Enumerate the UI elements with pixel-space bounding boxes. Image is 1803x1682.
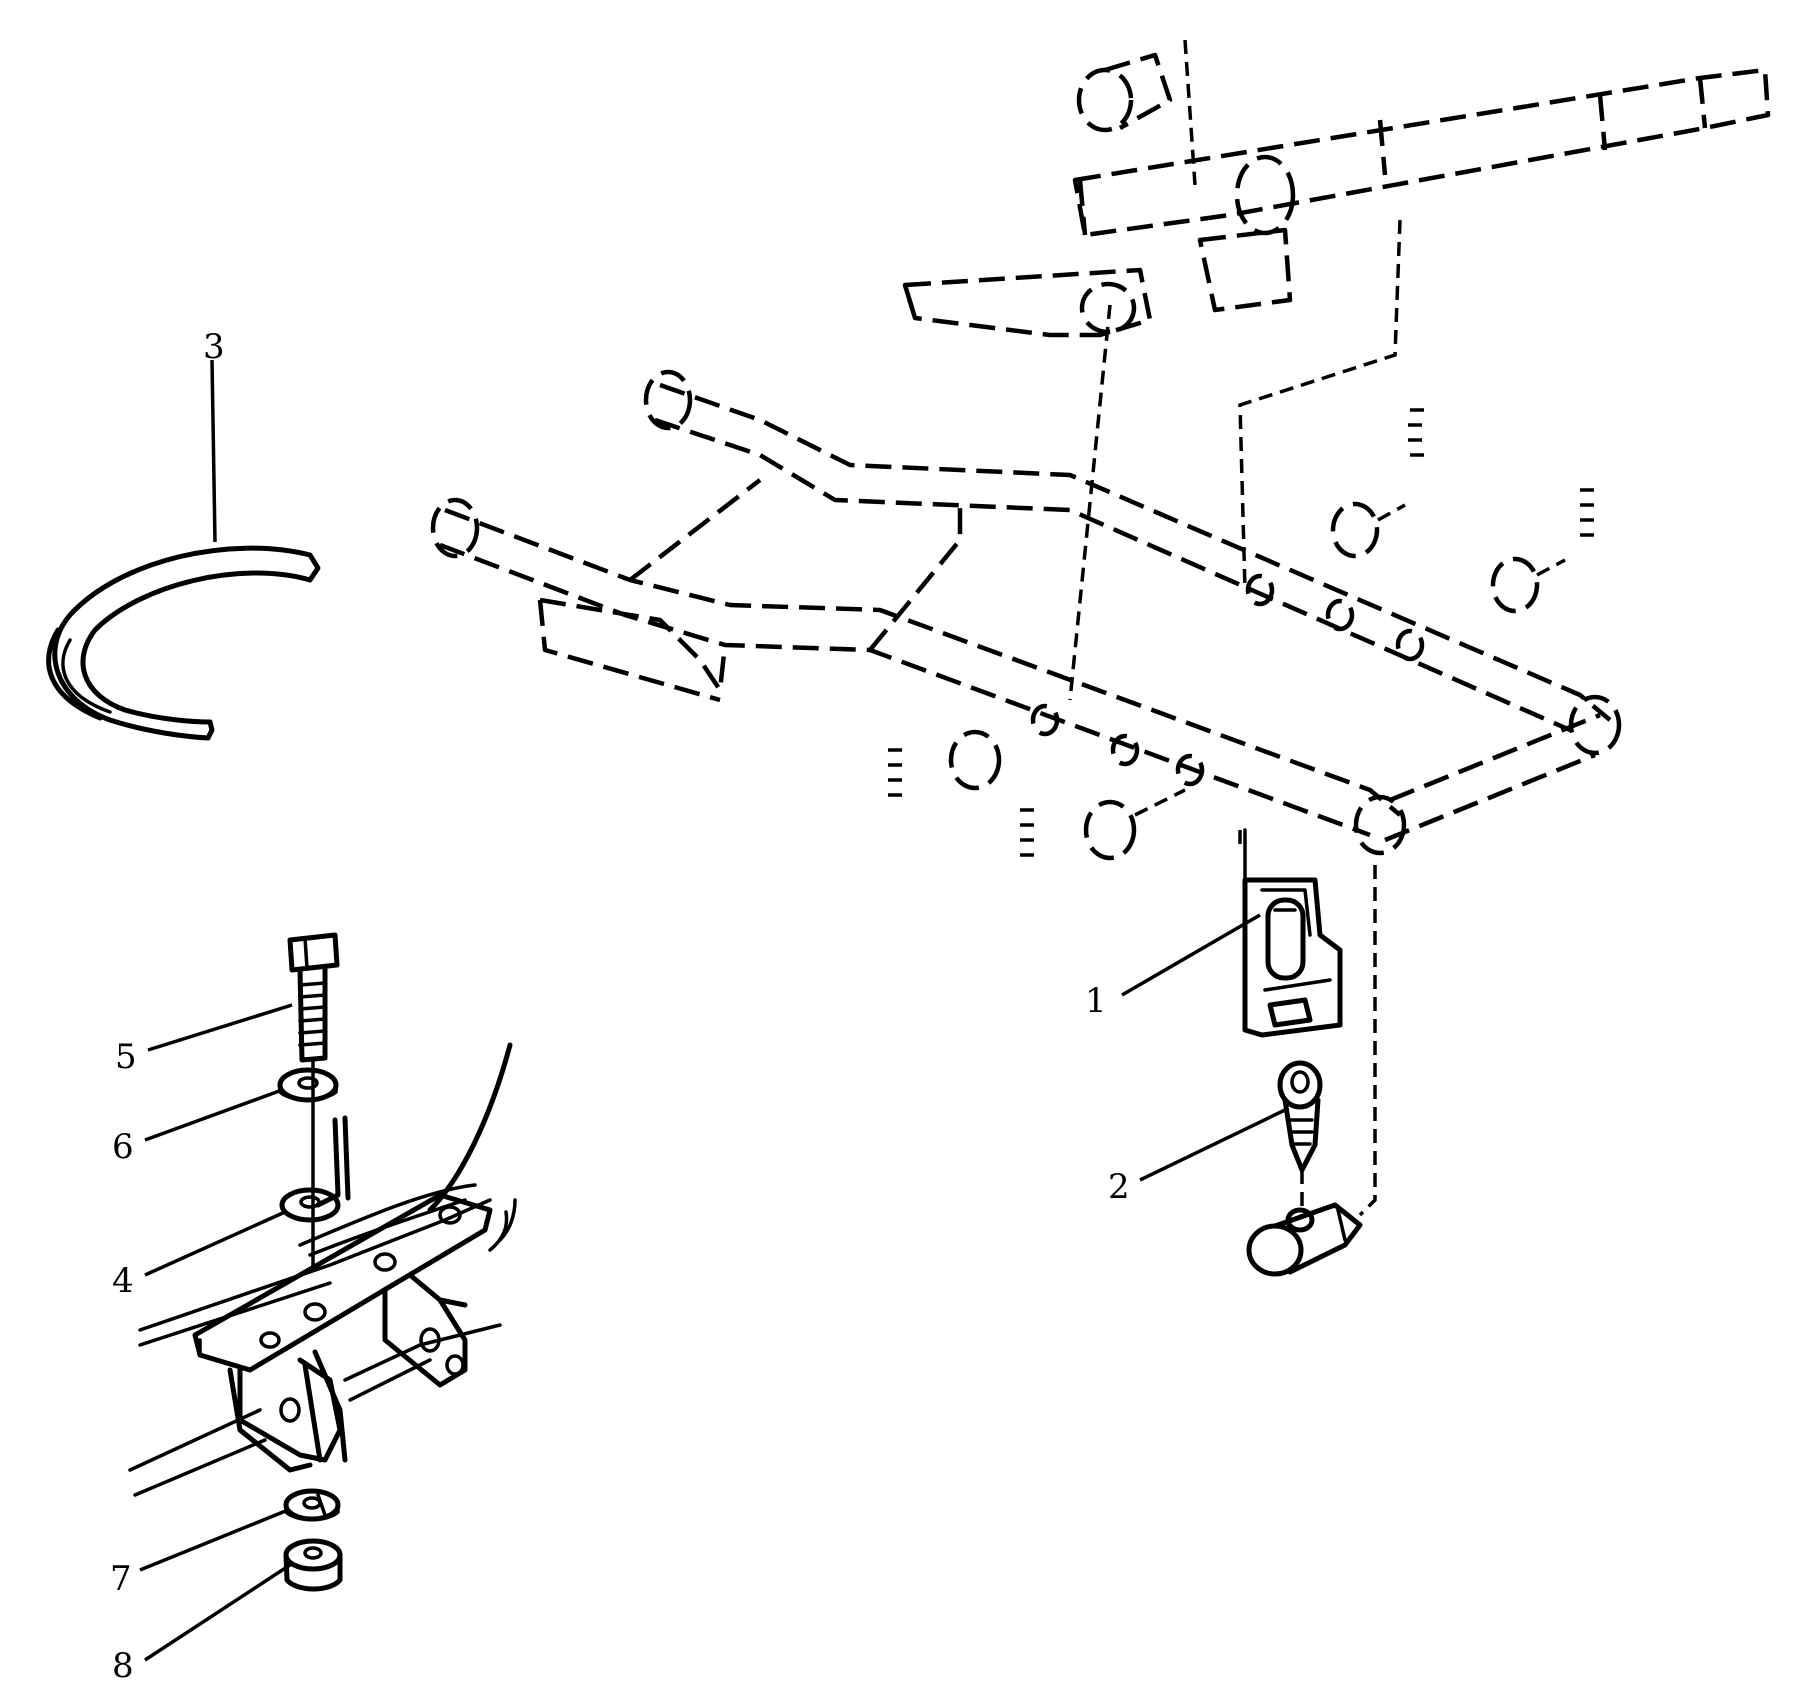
callout-8: 8 [112,1646,134,1682]
callout-4: 4 [112,1261,134,1301]
part-8-nut [283,1538,343,1592]
leader-lines [139,359,1286,1662]
leader-1 [1121,913,1261,997]
leader-3 [210,359,217,543]
phantom-mount-block [902,267,1153,338]
part-6-flat-washer [277,1067,339,1103]
part-2-eye-bolt [1277,1060,1323,1215]
phantom-top-pin [1076,52,1173,133]
callout-1: 1 [1085,981,1107,1021]
leader-8 [144,1563,291,1662]
callout-2: 2 [1108,1167,1130,1207]
phantom-alignment-lines [1068,39,1402,1217]
callout-5: 5 [115,1037,137,1077]
leader-2 [1139,1108,1286,1182]
leader-6 [144,1088,283,1142]
axle-mount-bracket [128,1042,517,1497]
part-5-bolt [287,932,340,1270]
part-3-c-clip [46,545,321,741]
leader-7 [139,1508,289,1572]
callout-7: 7 [110,1559,132,1599]
phantom-main-frame [430,369,1622,856]
callout-3: 3 [203,327,225,367]
callout-6: 6 [112,1127,134,1167]
part-2-clevis-pin [1246,1202,1363,1277]
part-7-lock-washer [283,1488,341,1522]
part-1-bracket-plate [1242,828,1343,1038]
phantom-frame-assembly [430,39,1771,1217]
part-4-l-hook-washer [279,1115,351,1223]
leader-5 [147,1003,293,1052]
phantom-hardware [888,408,1595,861]
phantom-drawbar [1072,67,1771,313]
callout-labels: 1 2 3 4 5 6 7 8 [110,327,1130,1682]
leader-4 [144,1210,286,1277]
